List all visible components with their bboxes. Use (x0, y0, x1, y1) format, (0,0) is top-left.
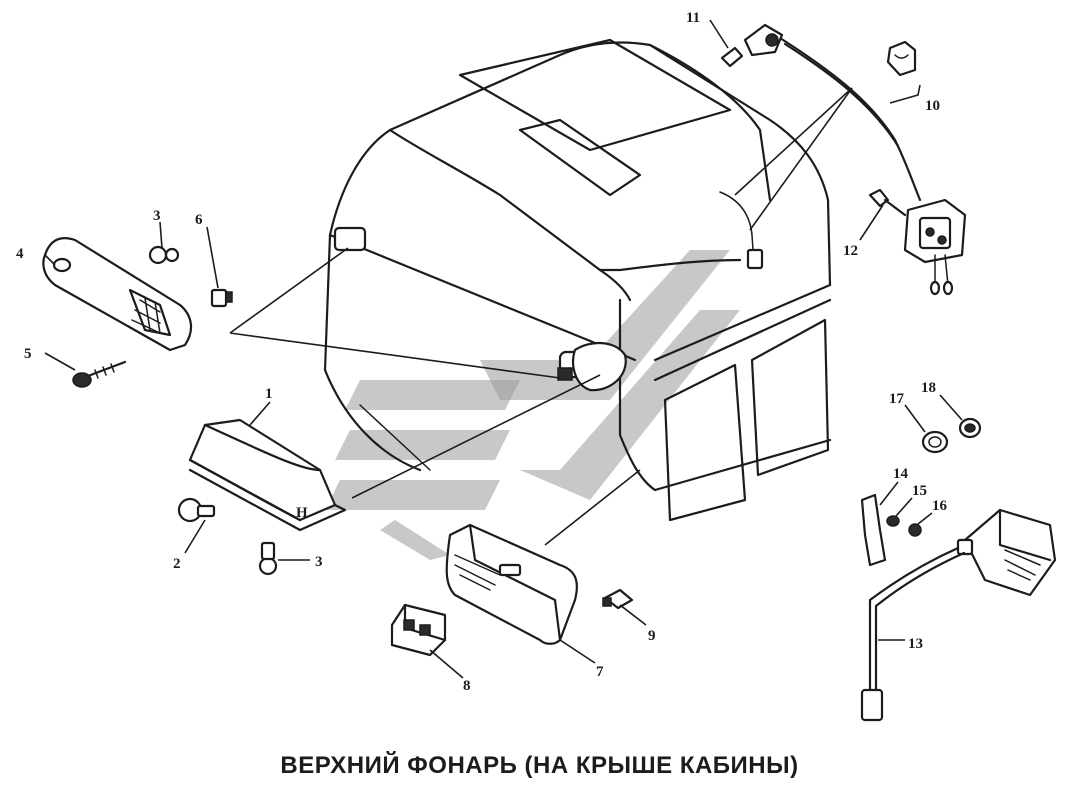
callout-14: 14 (893, 466, 909, 482)
callout-6: 6 (195, 212, 203, 228)
callout-10: 10 (925, 98, 940, 114)
roof-lamp-lens: H (188, 418, 347, 532)
diagram-caption: ВЕРХНИЙ ФОНАРЬ (НА КРЫШЕ КАБИНЫ) (280, 752, 799, 779)
callout-3a: 3 (315, 554, 323, 570)
lamp-housing-7 (445, 523, 596, 664)
wire-harness-10 (778, 36, 922, 202)
callout-5: 5 (24, 346, 32, 362)
side-lamp-4 (42, 237, 193, 352)
switch-8 (390, 603, 464, 679)
callout-16: 16 (932, 498, 948, 514)
watermark-logo (325, 250, 740, 560)
callout-3b: 3 (153, 208, 161, 224)
bulb-3 (148, 221, 310, 576)
bulb-2 (177, 497, 216, 554)
callout-13: 13 (908, 636, 923, 652)
callout-8: 8 (463, 678, 471, 694)
spotlight-13 (860, 508, 1057, 722)
callout-9: 9 (648, 628, 656, 644)
rings-17-18 (904, 394, 982, 454)
callout-15: 15 (912, 483, 927, 499)
callout-1: 1 (265, 386, 273, 402)
lamp-mark: H (296, 505, 308, 521)
callout-18: 18 (921, 380, 936, 396)
connector-12 (859, 188, 967, 296)
socket-11 (709, 19, 784, 68)
callout-11: 11 (686, 10, 700, 26)
callout-4: 4 (16, 246, 24, 262)
bulb-9 (602, 588, 647, 626)
callout-12: 12 (843, 243, 858, 259)
callout-labels: 1 2 3 3 4 5 6 7 8 9 10 11 12 13 14 15 16… (16, 10, 948, 694)
clip-6 (206, 226, 233, 308)
callout-2: 2 (173, 556, 181, 572)
leader-lines (229, 87, 853, 546)
mount-14-16 (860, 481, 933, 567)
callout-7: 7 (596, 664, 604, 680)
cab-body (323, 38, 832, 522)
callout-17: 17 (889, 391, 905, 407)
screw-5 (44, 352, 127, 388)
